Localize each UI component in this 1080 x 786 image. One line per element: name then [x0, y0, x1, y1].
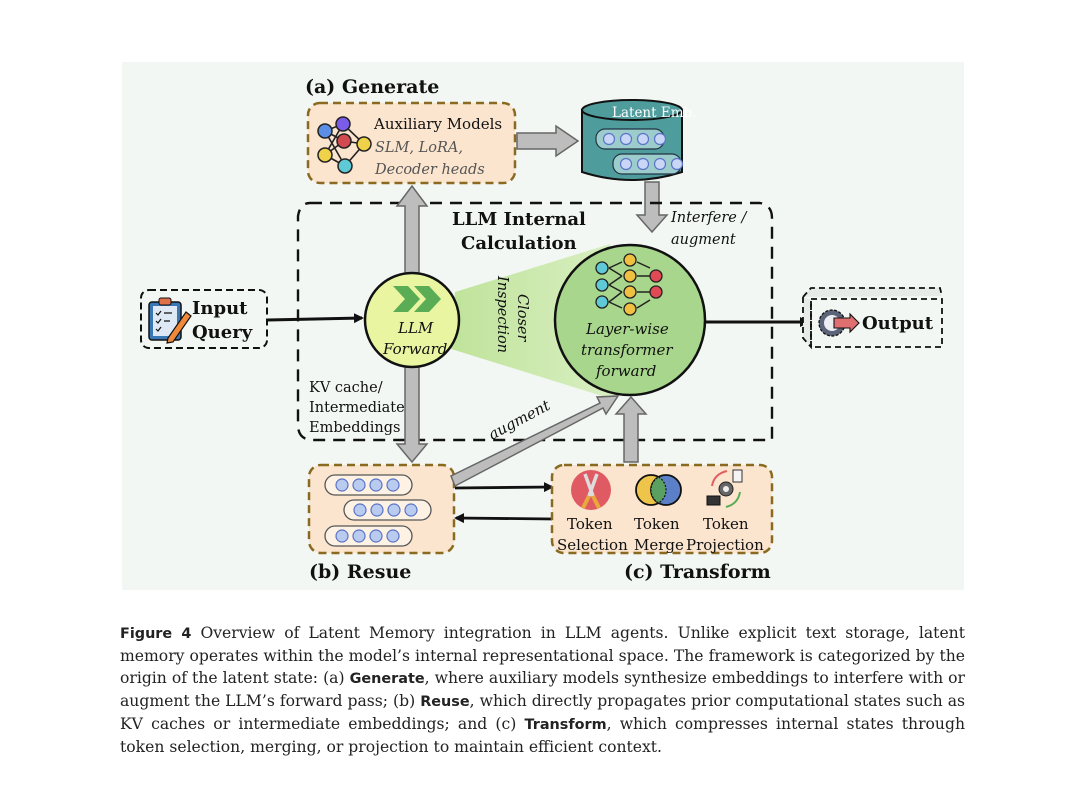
latent-embedding-store: Latent Emb. [581, 99, 696, 181]
llm-forward-label-1: LLM [397, 319, 434, 337]
caption-term-generate: Generate [349, 671, 425, 687]
svg-text:Inspection: Inspection [494, 275, 510, 353]
figure-label: Figure 4 [120, 626, 192, 642]
venn-merge-icon [635, 474, 682, 506]
token-projection-label-2: Projection [686, 536, 764, 554]
svg-text:Closer: Closer [514, 294, 530, 342]
interfere-label-2: augment [671, 232, 736, 248]
latent-emb-label: Latent Emb. [612, 105, 696, 121]
reuse-to-transform-arrow [454, 482, 554, 493]
caption-reuse-text: , which directly propagates prior comput… [120, 692, 965, 733]
forward-to-reuse-arrow [395, 364, 429, 464]
latent-to-layerwise-arrow [635, 181, 669, 234]
reuse-augment-arrow [450, 395, 620, 488]
closer-inspection-label: Closer Inspection [494, 275, 530, 353]
neural-network-icon [317, 116, 372, 174]
generate-to-latent-arrow [516, 124, 580, 158]
scissors-icon [571, 470, 611, 510]
llm-forward-label-2: Forward [382, 340, 447, 358]
auxiliary-models-label: Auxiliary Models [373, 115, 502, 133]
layerwise-transformer-node [553, 243, 707, 397]
input-query-label-2: Query [192, 322, 253, 343]
input-query-box [140, 289, 268, 349]
token-merge-label-2: Merge [634, 536, 684, 554]
caption-transform-text: , which compresses internal states throu… [120, 715, 965, 756]
output-box [802, 287, 943, 350]
transform-to-reuse-arrow [454, 513, 554, 524]
auxiliary-models-subtitle-1: SLM, LoRA, [375, 140, 463, 156]
figure-caption: Figure 4 Overview of Latent Memory integ… [120, 622, 965, 758]
caption-term-transform: Transform [524, 717, 607, 733]
kv-cache-label-1: KV cache/ [309, 380, 383, 396]
transform-to-layerwise-arrow [614, 395, 648, 463]
forward-to-generate-arrow [395, 184, 429, 276]
token-selection-label-2: Selection [557, 536, 628, 554]
reuse-section-title: (b) Resue [309, 561, 411, 583]
llm-internal-region [296, 201, 774, 442]
gear-output-icon [818, 309, 860, 337]
output-label: Output [862, 313, 934, 334]
reuse-embedding-rows [324, 474, 432, 547]
layer-network-icon [595, 253, 663, 316]
caption-intro: Overview of Latent Memory integration in… [120, 624, 965, 687]
layerwise-label-1: Layer-wise [585, 320, 669, 338]
gear-projection-icon [706, 469, 743, 508]
layerwise-label-2: transformer [581, 341, 673, 359]
kv-cache-label-3: Embeddings [309, 420, 400, 436]
llm-internal-title-2: Calculation [461, 233, 577, 254]
llm-internal-title-1: LLM Internal [452, 209, 586, 230]
clipboard-checklist-icon [148, 297, 192, 344]
kv-cache-label-2: Intermediate [309, 400, 405, 416]
caption-term-reuse: Reuse [420, 694, 470, 710]
interfere-label-1: Interfere / [670, 210, 748, 226]
token-selection-label-1: Token [567, 515, 613, 533]
input-query-label-1: Input [192, 298, 248, 319]
token-merge-label-1: Token [634, 515, 680, 533]
latent-memory-diagram: (a) Generate Auxiliary Models SLM, LoRA,… [122, 62, 964, 590]
auxiliary-models-subtitle-2: Decoder heads [374, 162, 485, 178]
auxiliary-models-box [306, 101, 517, 185]
token-projection-label-1: Token [703, 515, 749, 533]
caption-generate-text: , where auxiliary models synthesize embe… [120, 669, 965, 710]
transform-section-title: (c) Transform [624, 561, 771, 583]
layerwise-label-3: forward [595, 362, 656, 380]
input-to-forward-arrow [267, 313, 364, 324]
generate-section-title: (a) Generate [305, 76, 439, 98]
fast-forward-chevron-icon [393, 286, 441, 312]
